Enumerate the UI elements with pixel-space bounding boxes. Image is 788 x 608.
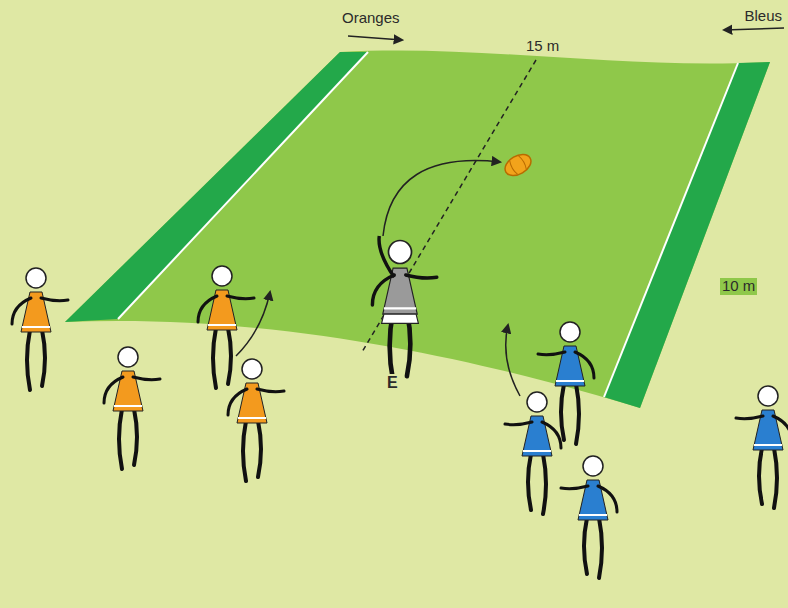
right-line (604, 63, 738, 397)
field (65, 50, 770, 408)
dimension-label: 10 m (720, 278, 757, 295)
left-line (118, 52, 368, 319)
referee-figure (372, 236, 436, 381)
team-label: Oranges (340, 10, 402, 27)
player-figure (736, 386, 788, 508)
halfway-line (362, 60, 536, 352)
player-figure (104, 347, 160, 469)
dimension-label: 15 m (524, 38, 561, 55)
rugby-ball (501, 150, 534, 180)
right-end-band (604, 62, 770, 408)
run-arrow (236, 292, 270, 356)
direction-arrow (724, 28, 784, 30)
referee-label: E (385, 374, 400, 392)
player-figure (228, 359, 284, 481)
pass-arrow (383, 161, 500, 236)
team-label: Bleus (742, 8, 784, 25)
player-figure (561, 456, 617, 578)
player-figure (12, 268, 68, 390)
run-arrow (506, 325, 520, 396)
player-figure (505, 392, 561, 514)
left-end-band (65, 52, 368, 322)
direction-arrow (348, 36, 402, 40)
